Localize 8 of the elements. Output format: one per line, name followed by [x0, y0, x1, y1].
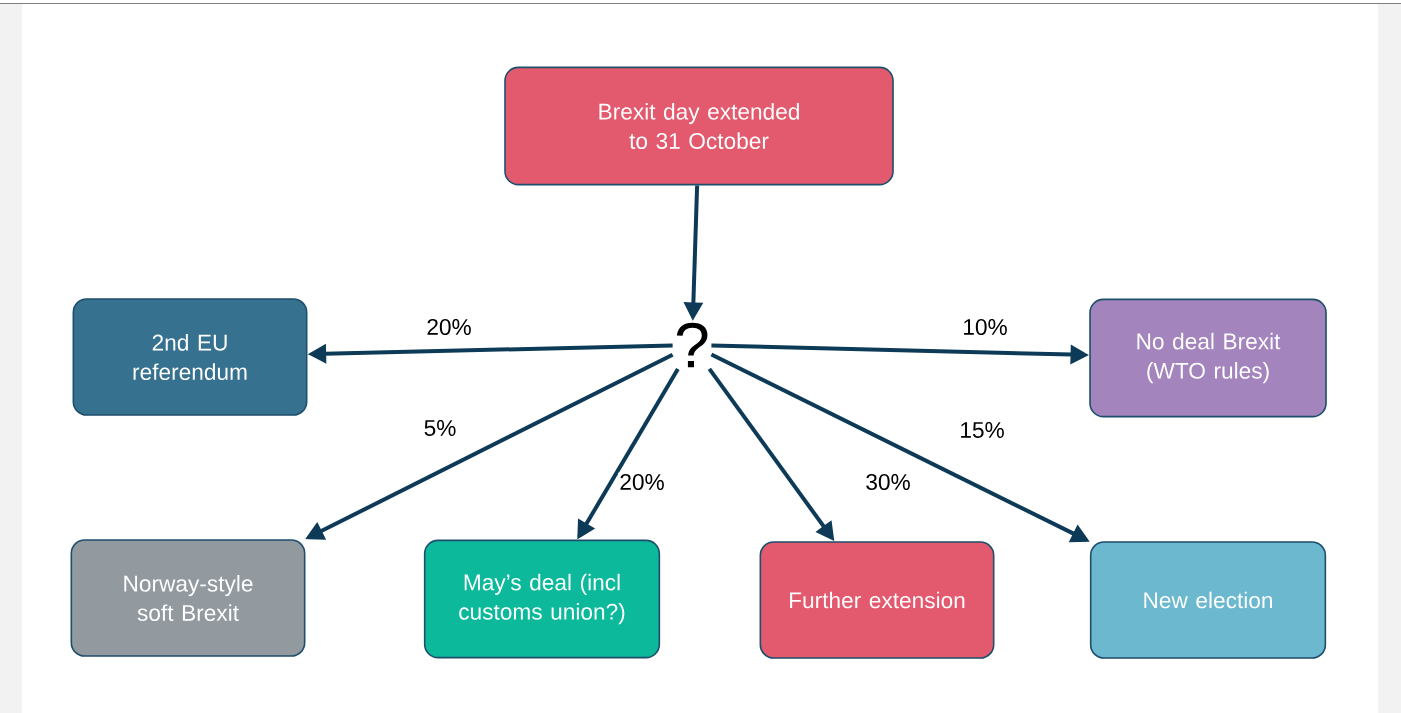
- process-box: New election: [1089, 541, 1327, 659]
- process-box: Brexit day extended to 31 October: [504, 66, 894, 186]
- question-mark: ?: [676, 322, 708, 368]
- process-box: Norway-style soft Brexit: [70, 539, 306, 657]
- process-box: No deal Brexit (WTO rules): [1089, 298, 1327, 418]
- process-box: Further extension: [759, 541, 995, 659]
- process-box: May’s deal (incl customs union?): [423, 539, 661, 659]
- process-box: 2nd EU referendum: [72, 298, 308, 416]
